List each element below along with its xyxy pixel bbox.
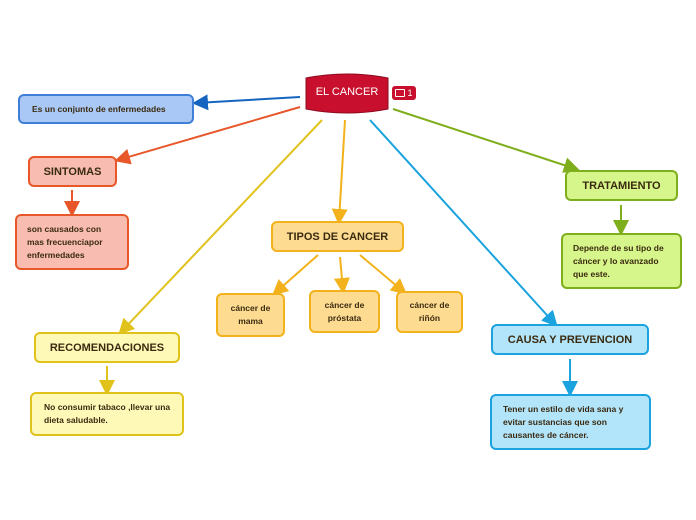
sintomas-label: SINTOMAS bbox=[43, 165, 102, 178]
comment-badge[interactable]: 1 bbox=[392, 86, 416, 100]
tipos-label: TIPOS DE CANCER bbox=[286, 230, 389, 243]
link-causa bbox=[369, 119, 558, 327]
link-def bbox=[192, 94, 301, 111]
causa-desc-node[interactable]: Tener un estilo de vida sana y evitar su… bbox=[490, 394, 651, 450]
central-topic-label: EL CANCER bbox=[315, 86, 379, 98]
tratamiento-desc-text: Depende de su tipo de cáncer y lo avanza… bbox=[573, 242, 664, 279]
tratamiento-node[interactable]: TRATAMIENTO bbox=[565, 170, 678, 201]
prostata-text: cáncer de próstata bbox=[324, 299, 365, 323]
mama-node[interactable]: cáncer de mama bbox=[216, 293, 285, 337]
rinon-node[interactable]: cáncer de riñón bbox=[396, 291, 463, 333]
sintomas-desc-text: son causados con mas frecuenciapor enfer… bbox=[27, 223, 103, 260]
recomendaciones-node[interactable]: RECOMENDACIONES bbox=[34, 332, 180, 363]
link-recomendaciones bbox=[118, 119, 323, 335]
causa-node[interactable]: CAUSA Y PREVENCION bbox=[491, 324, 649, 355]
rinon-text: cáncer de riñón bbox=[409, 300, 450, 323]
recomendaciones-desc-text: No consumir tabaco ,llevar una dieta sal… bbox=[44, 402, 171, 425]
tratamiento-label: TRATAMIENTO bbox=[582, 179, 661, 192]
mama-text: cáncer de mama bbox=[230, 303, 271, 326]
link-tipos bbox=[331, 119, 348, 225]
tipos-node[interactable]: TIPOS DE CANCER bbox=[271, 221, 404, 252]
comment-count: 1 bbox=[407, 88, 413, 98]
central-topic-shape bbox=[305, 73, 389, 114]
link-sintomas bbox=[114, 106, 301, 165]
link-rinon bbox=[359, 254, 408, 295]
recomendaciones-label: RECOMENDACIONES bbox=[49, 341, 165, 354]
comment-icon bbox=[395, 89, 406, 97]
link-prostata bbox=[333, 256, 350, 294]
sintomas-desc-node[interactable]: son causados con mas frecuenciapor enfer… bbox=[15, 214, 129, 270]
central-topic[interactable]: EL CANCER bbox=[305, 72, 389, 115]
causa-desc-text: Tener un estilo de vida sana y evitar su… bbox=[503, 403, 624, 440]
tratamiento-desc-node[interactable]: Depende de su tipo de cáncer y lo avanza… bbox=[561, 233, 682, 289]
link-tratamiento bbox=[392, 108, 580, 173]
definition-node[interactable]: Es un conjunto de enfermedades bbox=[18, 94, 194, 124]
sintomas-node[interactable]: SINTOMAS bbox=[28, 156, 117, 187]
link-mama bbox=[272, 254, 319, 296]
definition-text: Es un conjunto de enfermedades bbox=[32, 103, 166, 114]
prostata-node[interactable]: cáncer de próstata bbox=[309, 290, 380, 333]
recomendaciones-desc-node[interactable]: No consumir tabaco ,llevar una dieta sal… bbox=[30, 392, 184, 436]
causa-label: CAUSA Y PREVENCION bbox=[507, 333, 633, 346]
